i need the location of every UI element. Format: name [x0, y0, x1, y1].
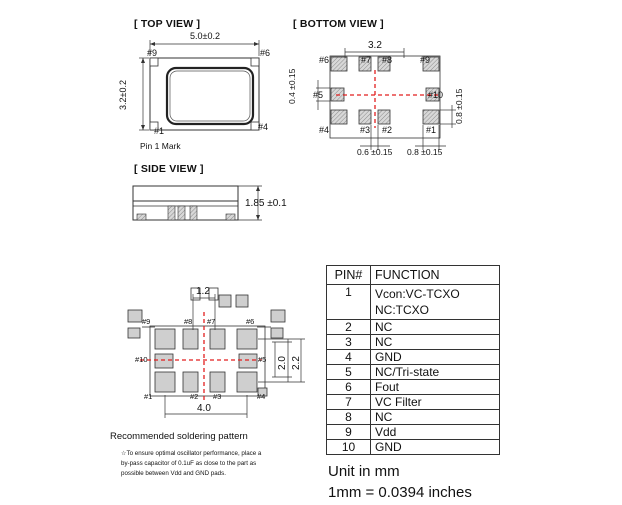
top-pin6-label: #6	[260, 48, 271, 58]
solder-pin3-label: #3	[213, 392, 222, 401]
pin-function: Fout	[370, 379, 500, 395]
bottom-pin9-label: #9	[420, 55, 431, 65]
solder-dim-1-2: 1.2	[196, 286, 210, 297]
pin-function: NC	[370, 334, 500, 350]
bottom-dim-3-2: 3.2	[368, 40, 382, 51]
bottom-pin2-label: #2	[382, 125, 393, 135]
bottom-pin10-label: #10	[428, 90, 444, 100]
table-row: 7 VC Filter	[326, 394, 500, 410]
soldering-title: Recommended soldering pattern	[110, 431, 248, 442]
pin-number: 3	[326, 334, 371, 350]
solder-pin9-label: #9	[142, 317, 151, 326]
table-row: 3 NC	[326, 334, 500, 350]
pin-number: 9	[326, 424, 371, 440]
solder-pin6-label: #6	[246, 317, 255, 326]
pin-number: 4	[326, 349, 371, 365]
pin-number: 8	[326, 409, 371, 425]
pin-function: Vdd	[370, 424, 500, 440]
bottom-pin6-label: #6	[319, 55, 330, 65]
table-header-row: PIN# FUNCTION	[326, 265, 500, 285]
pin-function: NC	[370, 319, 500, 335]
bottom-view-drawing	[316, 48, 456, 150]
pin-number: 7	[326, 394, 371, 410]
table-row: 10 GND	[326, 439, 500, 455]
solder-dim-2-0: 2.0	[277, 356, 288, 370]
pin-function: GND	[370, 439, 500, 455]
solder-pin8-label: #8	[184, 317, 193, 326]
pin-function: NC	[370, 409, 500, 425]
pin-number: 1	[326, 284, 371, 320]
unit-conversion: 1mm = 0.0394 inches	[328, 484, 472, 501]
header-function: FUNCTION	[370, 265, 500, 285]
bottom-pin7-label: #7	[361, 55, 372, 65]
pin-function-table: PIN# FUNCTION 1 Vcon:VC-TCXO NC:TCXO 2 N…	[326, 265, 500, 455]
solder-pin10-label: #10	[135, 355, 148, 364]
solder-dim-2-2: 2.2	[291, 356, 302, 370]
table-row: 2 NC	[326, 319, 500, 335]
top-view-drawing	[139, 40, 260, 131]
bottom-pin4-label: #4	[319, 125, 330, 135]
bottom-dim-0-8-bottom: 0.8 ±0.15	[407, 147, 443, 157]
pin1-mark-label: Pin 1 Mark	[140, 141, 181, 151]
pin-number: 6	[326, 379, 371, 395]
side-view-drawing	[132, 185, 262, 221]
solder-dim-4-0: 4.0	[197, 403, 211, 414]
unit-label: Unit in mm	[328, 463, 400, 480]
top-pin9-label: #9	[147, 48, 158, 58]
top-view-heading: [ TOP VIEW ]	[134, 18, 201, 30]
pin-number: 2	[326, 319, 371, 335]
side-view-heading: [ SIDE VIEW ]	[134, 163, 204, 175]
soldering-pattern-drawing	[127, 287, 305, 418]
table-row: 6 Fout	[326, 379, 500, 395]
bottom-pin1-label: #1	[426, 125, 437, 135]
bottom-dim-0-4: 0.4 ±0.15	[287, 68, 297, 104]
solder-pin4-label: #4	[257, 392, 266, 401]
side-height-dim: 1.85 ±0.1	[245, 198, 287, 209]
pin-function-line: NC:TCXO	[375, 303, 429, 317]
pin-function: GND	[370, 349, 500, 365]
top-pin1-label: #1	[154, 126, 165, 136]
top-width-dim: 5.0±0.2	[190, 31, 220, 41]
bottom-pin5-label: #5	[313, 90, 324, 100]
header-pin: PIN#	[326, 265, 371, 285]
solder-pin2-label: #2	[190, 392, 199, 401]
table-row: 5 NC/Tri-state	[326, 364, 500, 380]
solder-pin7-label: #7	[207, 317, 216, 326]
pin-function: Vcon:VC-TCXO NC:TCXO	[370, 284, 500, 320]
solder-pin1-label: #1	[144, 392, 153, 401]
pin-function-line: Vcon:VC-TCXO	[375, 287, 460, 301]
bottom-pin8-label: #8	[382, 55, 393, 65]
bottom-pin3-label: #3	[360, 125, 371, 135]
table-row: 8 NC	[326, 409, 500, 425]
pin-function: VC Filter	[370, 394, 500, 410]
bottom-dim-0-8-right: 0.8 ±0.15	[454, 88, 464, 124]
table-row: 4 GND	[326, 349, 500, 365]
pin-number: 5	[326, 364, 371, 380]
top-height-dim: 3.2±0.2	[118, 80, 128, 110]
pin-number: 10	[326, 439, 371, 455]
bypass-capacitor-note: ☆To ensure optimal oscillator performanc…	[121, 450, 262, 477]
pin-function: NC/Tri-state	[370, 364, 500, 380]
top-pin4-label: #4	[258, 122, 269, 132]
table-row: 1 Vcon:VC-TCXO NC:TCXO	[326, 284, 500, 320]
bottom-view-heading: [ BOTTOM VIEW ]	[293, 18, 384, 30]
bottom-dim-0-6: 0.6 ±0.15	[357, 147, 393, 157]
solder-pin5-label: #5	[258, 355, 267, 364]
table-row: 9 Vdd	[326, 424, 500, 440]
